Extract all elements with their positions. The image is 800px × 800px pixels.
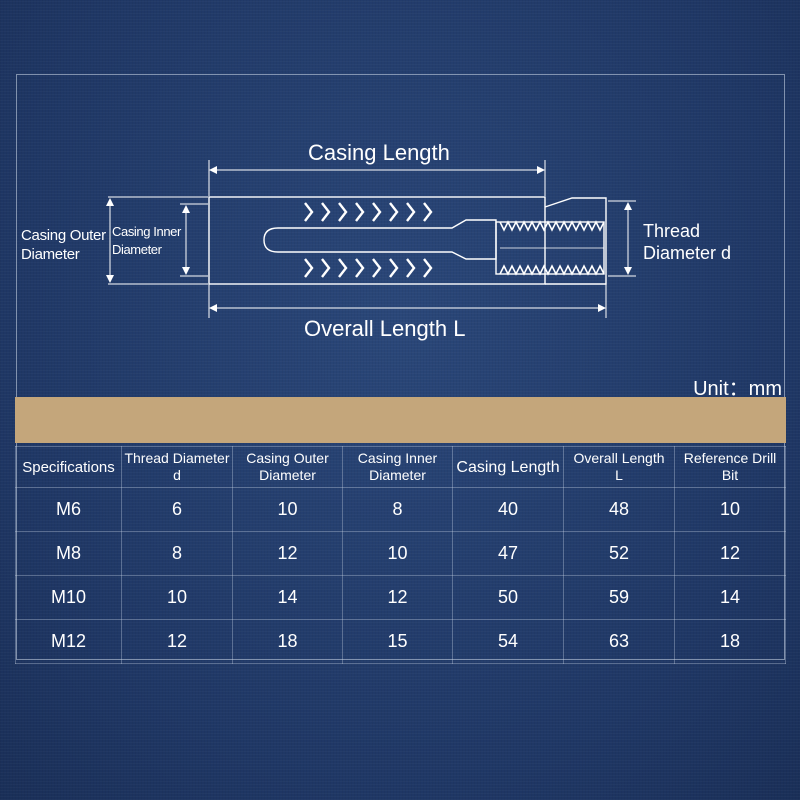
table-row: M6 6 10 8 40 48 10 — [15, 487, 786, 532]
table-row: M10 10 14 12 50 59 14 — [15, 575, 786, 620]
table-cell: 6 — [121, 487, 233, 532]
table-cell: 10 — [674, 487, 786, 532]
table-cell: 14 — [674, 575, 786, 620]
table-cell: 12 — [121, 619, 233, 664]
thread-diameter-label: Thread Diameter d — [643, 220, 731, 264]
table-cell: 8 — [121, 531, 233, 576]
table-cell: 12 — [232, 531, 343, 576]
thread-label-line-2: Diameter d — [643, 243, 732, 263]
thread-teeth — [499, 220, 605, 276]
header-overall-length-line-1: Overall Length — [573, 450, 665, 466]
table-row: M8 8 12 10 47 52 12 — [15, 531, 786, 576]
table-cell: M6 — [15, 487, 122, 532]
table-cell: 47 — [452, 531, 564, 576]
expansion-ribs-top — [304, 202, 433, 222]
header-specifications-text: Specifications — [22, 458, 115, 476]
table-cell: 12 — [342, 575, 453, 620]
overall-length-label: Overall Length L — [304, 316, 466, 341]
casing-inner-label-line-1: Casing Inner — [112, 224, 181, 239]
header-casing-outer-line-1: Casing Outer — [246, 450, 329, 466]
anchor-bolt-diagram — [106, 160, 636, 318]
header-thread-diameter-line-1: Thread Diameter — [124, 450, 230, 466]
casing-outer-label-line-1: Casing Outer — [21, 227, 106, 244]
header-thread-diameter-line-2: d — [173, 467, 181, 483]
casing-body — [208, 196, 546, 285]
table-cell: 10 — [342, 531, 453, 576]
table-cell: 48 — [563, 487, 675, 532]
header-casing-inner-line-2: Diameter — [369, 467, 426, 483]
casing-length-label: Casing Length — [308, 140, 450, 165]
table-cell: 18 — [232, 619, 343, 664]
table-cell: M12 — [15, 619, 122, 664]
table-cell: 10 — [232, 487, 343, 532]
table-cell: 10 — [121, 575, 233, 620]
header-casing-length: Casing Length — [452, 446, 564, 488]
table-cell: M8 — [15, 531, 122, 576]
header-overall-length-line-2: L — [615, 467, 623, 483]
header-specifications: Specifications — [15, 446, 122, 488]
expansion-slot — [263, 219, 497, 260]
header-reference-drill-line-2: Bit — [721, 467, 739, 483]
casing-outer-label-line-2: Diameter — [21, 246, 80, 263]
thread-label-line-1: Thread — [643, 221, 701, 241]
table-cell: 18 — [674, 619, 786, 664]
casing-inner-diameter-label: Casing Inner Diameter — [112, 223, 181, 259]
table-row: M12 12 18 15 54 63 18 — [15, 619, 786, 664]
cone-nut — [544, 197, 607, 285]
casing-inner-label-line-2: Diameter — [112, 242, 162, 257]
table-cell: 50 — [452, 575, 564, 620]
table-cell: 15 — [342, 619, 453, 664]
unit-label: Unit：mm — [693, 378, 782, 400]
header-casing-outer-line-2: Diameter — [259, 467, 316, 483]
table-cell: M10 — [15, 575, 122, 620]
table-cell: 40 — [452, 487, 564, 532]
table-cell: 8 — [342, 487, 453, 532]
header-band — [15, 397, 786, 443]
header-casing-length-text: Casing Length — [456, 458, 560, 476]
table-cell: 12 — [674, 531, 786, 576]
expansion-ribs-bottom — [304, 258, 433, 278]
header-reference-drill-line-1: Reference Drill — [683, 450, 777, 466]
table-cell: 52 — [563, 531, 675, 576]
table-cell: 54 — [452, 619, 564, 664]
casing-outer-diameter-label: Casing Outer Diameter — [21, 226, 106, 264]
table-cell: 14 — [232, 575, 343, 620]
header-casing-inner-line-1: Casing Inner — [357, 450, 438, 466]
table-cell: 59 — [563, 575, 675, 620]
table-cell: 63 — [563, 619, 675, 664]
